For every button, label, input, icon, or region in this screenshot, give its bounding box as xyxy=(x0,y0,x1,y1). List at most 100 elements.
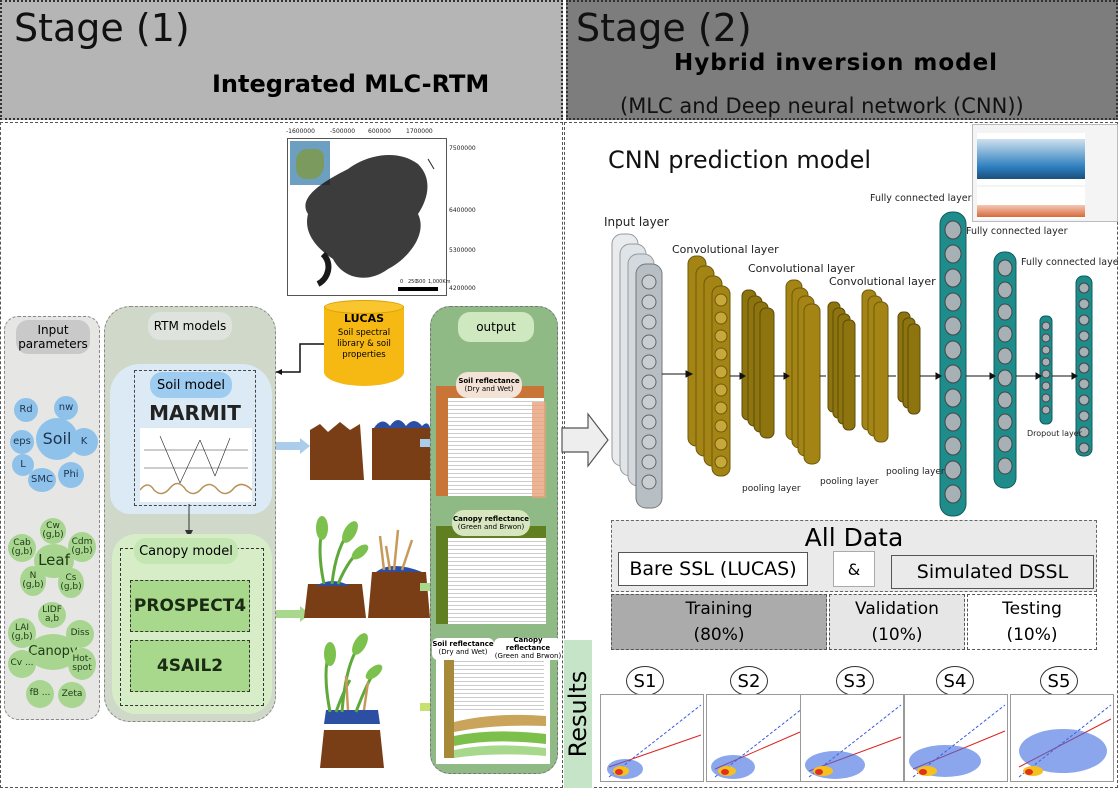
canopy-reflectance-sub: (Green and Brwon) xyxy=(457,523,525,531)
conv-layer-3-label: Convolutional layer xyxy=(829,275,936,288)
mix-canopy-title: Canopy reflectance xyxy=(505,636,551,653)
map-scale-250: 250 xyxy=(408,279,418,285)
arrow-soil-scenes xyxy=(276,438,310,454)
scenario-s1-label: S1 xyxy=(626,666,664,696)
lucas-text: Soil spectral library & soil properties xyxy=(337,328,391,361)
mixed-canopy-illustration xyxy=(320,633,384,768)
pooling-layer-1-label: pooling layer xyxy=(742,484,801,494)
map-xtick-4: 1700000 xyxy=(406,128,433,135)
canopy-reflectance-table xyxy=(436,526,550,630)
scenario-s3-label: S3 xyxy=(836,666,874,696)
soil-model-frame xyxy=(134,370,256,506)
param-smc: SMC xyxy=(28,468,56,492)
canopy-model-title: Canopy model xyxy=(134,538,238,564)
training-pct: (80%) xyxy=(693,625,745,645)
results-label: Results xyxy=(564,670,592,758)
inset-map xyxy=(290,141,330,185)
stage2-subtitle: Hybrid inversion model xyxy=(674,50,999,76)
param-hotspot: Hot-spot xyxy=(68,648,96,680)
dropout-layer-label: Dropout layer xyxy=(1027,429,1082,438)
mix-canopy-label: Canopy reflectance (Green and Brwon) xyxy=(494,636,562,660)
pooling-layer-2-label: pooling layer xyxy=(820,477,879,487)
scatter-s5 xyxy=(1010,694,1114,782)
stage2-header: Stage (2) Hybrid inversion model (MLC an… xyxy=(566,0,1118,120)
conv-layer-1-label: Convolutional layer xyxy=(672,243,779,256)
map-ytick-4: 4200000 xyxy=(449,285,476,292)
soil-reflectance-label: Soil reflectance (Dry and Wet) xyxy=(456,372,522,398)
mix-soil-label: Soil reflectance (Dry and Wet) xyxy=(432,638,494,660)
param-cdm: Cdm (g,b) xyxy=(68,532,96,562)
param-cab: Cab (g,b) xyxy=(8,534,36,562)
input-layer-stack xyxy=(611,233,663,509)
training-box: Training (80%) xyxy=(611,594,827,650)
canopy-label: Canopy xyxy=(28,634,78,670)
marmit-schematic xyxy=(140,428,252,502)
stage2-subtitle2: (MLC and Deep neural network (CNN)) xyxy=(620,94,1024,118)
training-label: Training xyxy=(685,599,753,619)
lucas-connector xyxy=(276,343,324,375)
testing-label: Testing xyxy=(1002,599,1062,619)
param-eps: eps xyxy=(10,430,34,454)
scatter-s3 xyxy=(800,694,904,782)
soil-reflectance-sub: (Dry and Wet) xyxy=(464,385,514,393)
lucas-database: LUCAS Soil spectral library & soil prope… xyxy=(324,300,404,390)
mixed-reflectance-table xyxy=(436,652,550,764)
simulated-dssl-box: Simulated DSSL xyxy=(891,555,1094,589)
stage1-subtitle: Integrated MLC-RTM xyxy=(212,70,490,98)
canopy-params-group: LIDF a,b LAI (g,b) Diss Canopy Cv ... Ho… xyxy=(6,600,100,714)
param-k: K xyxy=(70,428,98,456)
param-cs: Cs (g,b) xyxy=(58,568,84,598)
stage2-title: Stage (2) xyxy=(576,6,752,50)
param-l: L xyxy=(12,454,34,476)
cnn-title: CNN prediction model xyxy=(608,146,872,174)
scenario-s4-label: S4 xyxy=(936,666,974,696)
scenario-s2-label: S2 xyxy=(730,666,768,696)
map-xtick-1: -1600000 xyxy=(286,128,315,135)
param-cw: Cw (g,b) xyxy=(40,518,66,544)
input-layer-label: Input layer xyxy=(604,215,669,229)
param-rd: Rd xyxy=(14,398,38,422)
soil-to-canopy-arrow xyxy=(185,504,193,538)
europe-map: -1600000 -500000 600000 1700000 7500000 … xyxy=(286,128,476,296)
all-data-label: All Data xyxy=(804,523,904,552)
param-cv: Cv ... xyxy=(8,650,36,678)
stage1-header: Stage (1) Integrated MLC-RTM xyxy=(0,0,563,120)
testing-box: Testing (10%) xyxy=(967,594,1097,650)
soil-reflectance-table xyxy=(436,386,548,502)
output-title: output xyxy=(458,312,534,342)
param-fb: fB ... xyxy=(26,680,54,708)
fc-layer-1-label: Fully connected layer xyxy=(870,193,972,204)
results-band: Results xyxy=(564,640,592,788)
prospect4-box: PROSPECT4 xyxy=(130,580,250,632)
map-ytick-3: 5300000 xyxy=(449,247,476,254)
map-scale-500: 500 xyxy=(416,279,426,285)
validation-label: Validation xyxy=(855,599,939,619)
param-zeta: Zeta xyxy=(58,682,86,708)
sail2-box: 4SAIL2 xyxy=(130,640,250,692)
mix-soil-title: Soil reflectance xyxy=(432,640,494,649)
mix-soil-sub: (Dry and Wet) xyxy=(438,648,488,656)
soil-params-group: Rd nw eps Soil K L SMC Phi xyxy=(10,392,100,496)
param-n: N (g,b) xyxy=(20,566,46,596)
lucas-points xyxy=(305,154,438,291)
stage1-title: Stage (1) xyxy=(14,6,190,50)
arrow-plant-scenes xyxy=(276,606,310,622)
param-lidf: LIDF a,b xyxy=(38,602,66,628)
scatter-s1 xyxy=(600,694,704,782)
leaf-params-group: Cw (g,b) Cab (g,b) Cdm (g,b) Leaf N (g,b… xyxy=(8,514,100,604)
canopy-label-text: Canopy xyxy=(28,644,78,660)
fc-layer-2-label: Fully connected layer xyxy=(966,226,1068,237)
param-nw: nw xyxy=(54,396,78,420)
ampersand-box: & xyxy=(833,551,875,587)
rtm-models-title: RTM models xyxy=(148,312,232,340)
conv-layer-2-label: Convolutional layer xyxy=(748,262,855,275)
map-xtick-2: -500000 xyxy=(330,128,356,135)
canopy-reflectance-label: Canopy reflectance (Green and Brwon) xyxy=(452,510,530,536)
map-ytick-1: 7500000 xyxy=(449,145,476,152)
bare-ssl-box: Bare SSL (LUCAS) xyxy=(618,552,808,586)
map-xtick-3: 600000 xyxy=(368,128,391,135)
map-scale-0: 0 xyxy=(400,279,404,285)
map-ytick-2: 6400000 xyxy=(449,207,476,214)
canopy-reflectance-title: Canopy reflectance xyxy=(453,514,529,523)
fc-layer-3-label: Fully connected layer xyxy=(1021,257,1118,268)
